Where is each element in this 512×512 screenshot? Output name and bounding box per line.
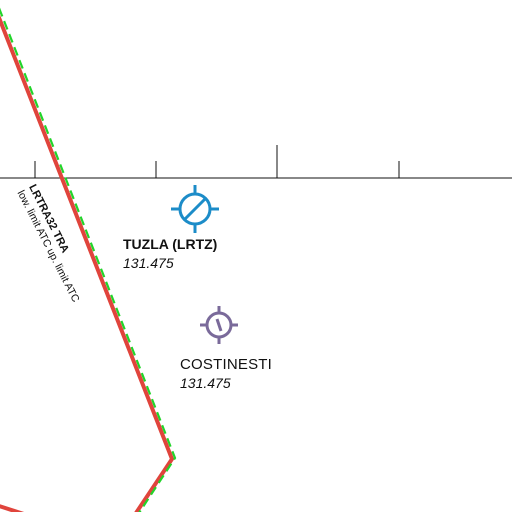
airport-frequency-costinesti: 131.475 bbox=[180, 375, 231, 391]
scale-bar bbox=[0, 145, 512, 179]
airspace-boundary-red-bottom bbox=[0, 504, 25, 512]
airspace-boundary bbox=[0, 7, 177, 512]
airport-name-tuzla: TUZLA (LRTZ) bbox=[123, 236, 218, 252]
airspace-boundary-red bbox=[0, 14, 175, 512]
aerodrome-runway-icon[interactable] bbox=[171, 185, 219, 233]
airspace-boundary-green bbox=[0, 7, 177, 512]
airport-frequency-tuzla: 131.475 bbox=[123, 255, 174, 271]
airstrip-icon[interactable] bbox=[200, 306, 238, 344]
airport-name-costinesti: COSTINESTI bbox=[180, 356, 273, 373]
